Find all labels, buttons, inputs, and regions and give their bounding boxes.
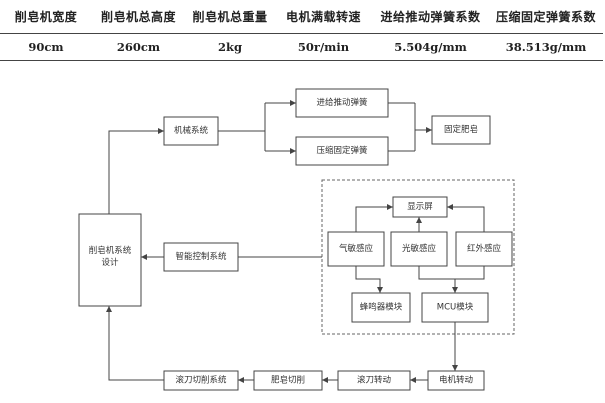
node-zhineng-label: 智能控制系统 [175,251,227,262]
node-hongwai-label: 红外感应 [467,243,502,254]
node-gundao-zhuandong: 滚刀转动 [337,370,411,391]
node-qimin: 气敏感应 [327,231,385,267]
header-width: 削皂机宽度 [0,0,92,34]
node-xianshi: 显示屏 [392,196,448,218]
spec-table-value-row: 90cm 260cm 2kg 50r/min 5.504g/mm 38.513g… [0,33,603,61]
node-feizao-qiexiao-label: 肥皂切削 [271,375,305,386]
node-jixie: 机械系统 [163,116,219,146]
node-dianji: 电机转动 [427,370,485,391]
node-guding-label: 固定肥皂 [444,124,478,135]
node-guangmin-label: 光敏感应 [402,243,437,254]
node-fengming-label: 蜂鸣器模块 [360,302,403,313]
edge-to-jixie [108,128,164,214]
edge-qimin-to-xianshi [355,204,393,232]
header-height: 削皂机总高度 [92,0,185,34]
value-weight: 2kg [185,33,275,61]
spec-table: 削皂机宽度 削皂机总高度 削皂机总重量 电机满载转速 进给推动弹簧系数 压缩固定… [0,0,603,61]
value-motor-speed: 50r/min [275,33,372,61]
node-yasuo: 压缩固定弹簧 [295,136,389,166]
header-feed-spring: 进给推动弹簧系数 [372,0,489,34]
node-guangmin: 光敏感应 [390,231,448,267]
node-zhineng: 智能控制系统 [163,242,239,272]
node-xianshi-label: 显示屏 [407,202,433,212]
node-gundao-system-label: 滚刀切削系统 [175,375,227,386]
node-feizao-qiexiao: 肥皂切削 [253,370,323,391]
node-xiaozao-label-line2: 设计 [101,257,119,268]
header-motor-speed: 电机满载转速 [275,0,372,34]
node-gundao-system: 滚刀切削系统 [163,370,239,391]
node-yasuo-label: 压缩固定弹簧 [316,145,368,156]
edge-qimin-to-fengming [355,266,383,293]
value-height: 260cm [92,33,185,61]
node-mcu: MCU模块 [421,292,489,323]
node-guding: 固定肥皂 [431,115,491,145]
node-jixie-label: 机械系统 [174,125,209,136]
node-gundao-zhuandong-label: 滚刀转动 [357,375,392,386]
spec-table-header-row: 削皂机宽度 削皂机总高度 削皂机总重量 电机满载转速 进给推动弹簧系数 压缩固定… [0,0,603,34]
value-feed-spring: 5.504g/mm [372,33,489,61]
node-jinji: 进给推动弹簧 [295,88,389,118]
node-mcu-label: MCU模块 [437,302,474,313]
node-xiaozao: 削皂机系统 设计 [78,213,142,307]
edge-guangmin-to-mcu [418,266,458,293]
edge-hongwai-to-mcu [455,266,485,280]
node-xiaozao-label-line1: 削皂机系统 [89,245,132,256]
edge-hongwai-to-xianshi [447,204,485,232]
edge-system-to-main [106,306,164,381]
node-jinji-label: 进给推动弹簧 [316,97,368,108]
value-width: 90cm [0,33,92,61]
node-dianji-label: 电机转动 [439,375,474,386]
node-fengming: 蜂鸣器模块 [351,292,411,323]
value-compress-spring: 38.513g/mm [489,33,603,61]
node-qimin-label: 气敏感应 [339,243,374,254]
header-weight: 削皂机总重量 [185,0,275,34]
header-compress-spring: 压缩固定弹簧系数 [489,0,603,34]
node-hongwai: 红外感应 [455,231,513,267]
